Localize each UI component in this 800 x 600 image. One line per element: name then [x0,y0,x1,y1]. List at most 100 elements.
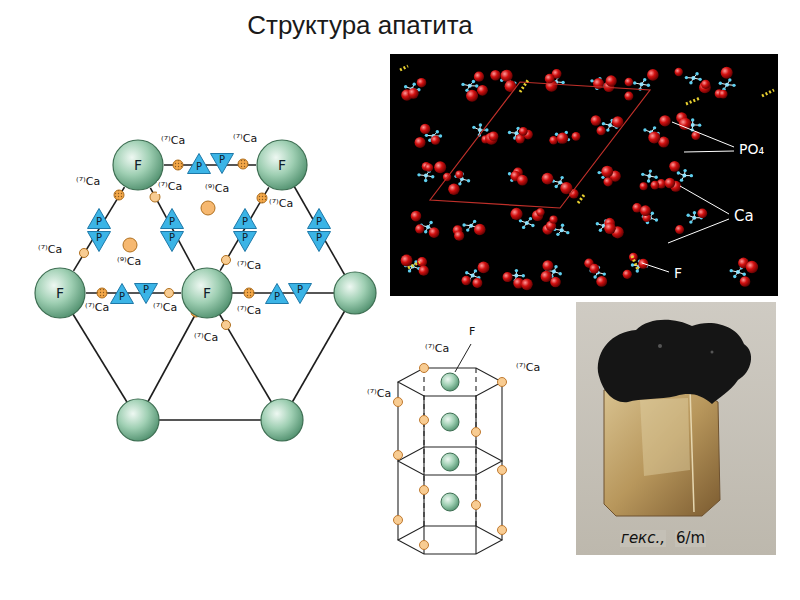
calcium-sphere [434,161,446,173]
phosphorus-atom [608,123,612,127]
phosphate-group [632,203,658,224]
calcium-sphere [431,136,440,145]
callout-label: Ca [733,208,755,225]
calcium-atom [165,289,174,298]
calcium-sphere [420,124,430,134]
phosphorus-atom [647,174,651,178]
calcium-sphere [625,78,634,87]
oxygen-atom [728,78,731,81]
calcium-sphere [415,137,426,148]
calcium-atom [420,541,429,550]
oxygen-atom [474,269,477,272]
calcium-sphere [500,70,512,82]
calcium-label: ⁽⁷⁾Ca [236,260,262,273]
atom-symbol: F [112,157,164,173]
prism-face [398,526,502,554]
phosphate-triangle: P [160,208,184,229]
oxygen-atom [417,173,420,176]
calcium-sphere [572,132,581,141]
fluorine-column [408,262,420,268]
calcium-sphere [679,118,691,130]
triangle-down [161,231,184,251]
phosphorus-symbol: P [87,232,111,244]
calcium-sphere [640,182,648,190]
triangle-down [88,231,111,251]
oxygen-atom [689,220,692,223]
leader-line [684,151,734,152]
lattice-line [282,293,355,420]
calcium-sphere [455,171,463,179]
fluorine-circle [334,272,376,314]
calcium-atom [238,159,248,169]
phosphorus-atom [426,225,430,229]
calcium-sphere [505,80,517,92]
symmetry-class: 6/m [675,530,706,547]
lattice-line [138,419,282,421]
calcium-atom [394,451,403,460]
phosphorus-symbol: P [87,216,111,228]
calcium-sphere [675,225,684,234]
fluorine-column [686,98,700,104]
oxygen-atom [519,219,522,222]
calcium-sphere [517,175,528,186]
oxygen-atom [643,78,646,81]
rock-glint [711,351,714,354]
phosphate-triangle: P [210,153,234,174]
phosphorus-atom [469,224,473,228]
calcium-sphere [640,205,651,216]
calcium-atom [420,364,429,373]
leader-line [668,219,729,243]
oxygen-atom [597,171,600,174]
fluorine-circle: F [181,267,233,319]
phosphate-triangle: P [160,231,184,252]
phosphate-group [461,261,489,288]
calcium-sphere [477,85,488,96]
molecule-cloud [401,67,758,290]
oxygen-atom [531,224,534,227]
callout-label: PO₄ [738,141,765,157]
calcium-sphere [429,227,440,238]
oxygen-atom [695,72,698,75]
calcium-atom [244,288,254,298]
phosphorus-atom [514,131,518,135]
phosphorus-atom [424,174,428,178]
atom-symbol: F [181,285,233,301]
calcium-sphere [541,271,552,282]
phosphate-group [443,171,470,195]
phosphate-triangle: P [307,231,331,252]
atom-symbol: F [34,285,86,301]
calcium-label: ⁽⁷⁾Ca [152,302,178,315]
phosphate-group [715,67,736,99]
oxygen-atom [732,84,735,87]
phosphate-group [674,68,710,94]
fluorine-column [632,256,638,270]
fluorine-disc [257,140,307,190]
oxygen-atom [522,274,525,277]
oxygen-atom [472,126,475,129]
crystal-face-edge [690,388,694,512]
calcium-label: ⁽⁷⁾Ca [37,244,63,257]
oxygen-atom [698,123,701,126]
crystal-photo [576,302,776,555]
calcium-label: ⁽⁷⁾Ca [366,388,392,401]
calcium-atom [472,428,481,437]
calcium-sphere [669,161,680,172]
phosphate-triangle: P [87,231,111,252]
leader-line [680,186,729,214]
triangle-down [135,283,158,303]
phosphate-group [490,70,516,92]
calcium-label: ⁽⁷⁾Ca [75,176,101,189]
phosphate-group [542,173,579,199]
oxygen-atom [461,83,464,86]
oxygen-atom [424,230,427,233]
calcium-sphere [740,276,751,287]
oxygen-atom [691,118,694,121]
calcium-sphere [589,264,599,274]
fluorine-label: F [468,326,476,339]
calcium-sphere [557,132,568,143]
oxygen-atom [603,272,606,275]
prism-face [398,368,502,396]
host-rock [598,320,751,404]
fluorine-column [520,80,528,92]
oxygen-atom [653,126,656,129]
